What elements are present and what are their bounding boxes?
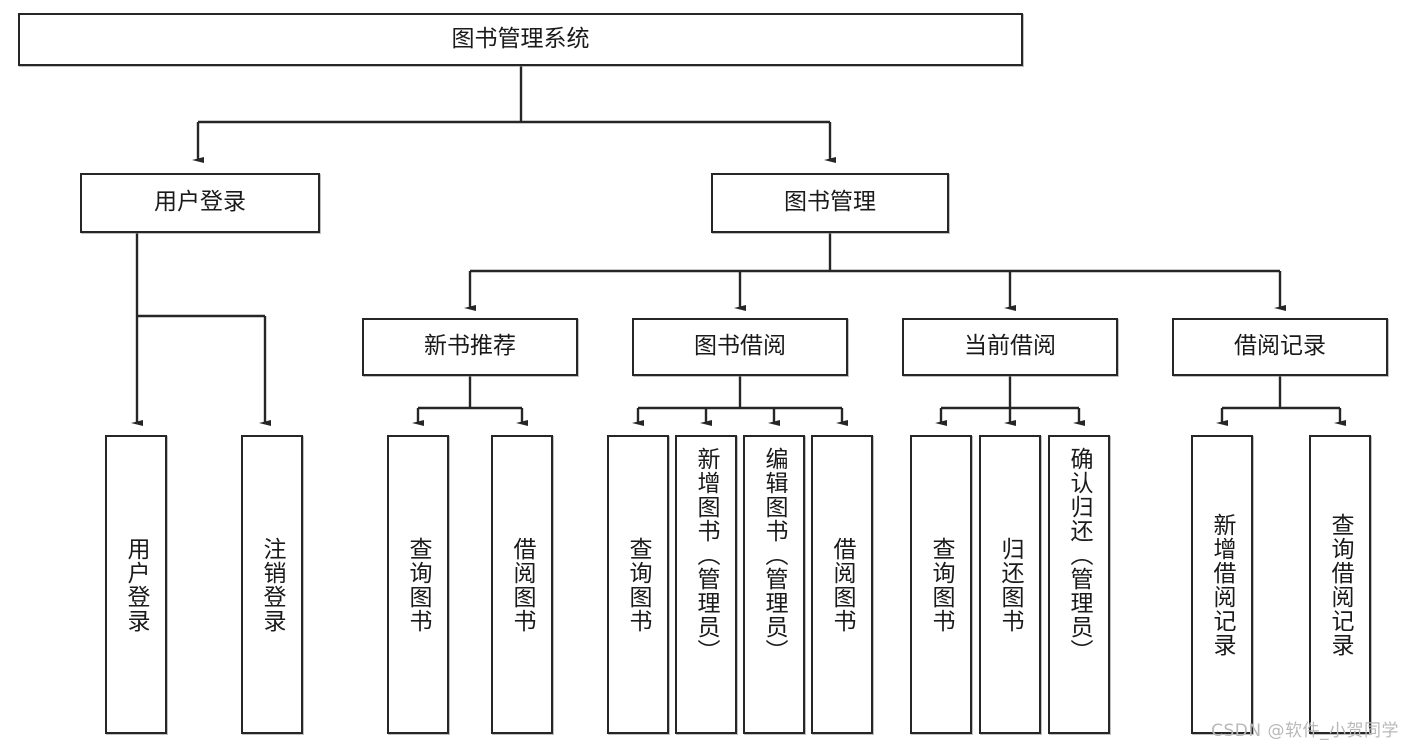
- node-leaf-edit-book[interactable]: 编辑图书（管理员）: [743, 435, 805, 734]
- node-book-manage[interactable]: 图书管理: [711, 173, 949, 233]
- node-current-borrow[interactable]: 当前借阅: [902, 318, 1118, 376]
- node-user-login-label: 用户登录: [154, 189, 246, 216]
- node-leaf-query-book-3[interactable]: 查询图书: [910, 435, 972, 734]
- node-new-book-recommend-label: 新书推荐: [424, 333, 516, 360]
- node-current-borrow-label: 当前借阅: [964, 333, 1056, 360]
- node-borrow-record-label: 借阅记录: [1234, 333, 1326, 360]
- node-leaf-query-book-2-label: 查询图书: [625, 536, 652, 633]
- node-leaf-confirm-return-label: 确认归还（管理员）: [1066, 447, 1093, 663]
- node-leaf-borrow-book-2[interactable]: 借阅图书: [811, 435, 873, 734]
- node-leaf-user-login-label: 用户登录: [123, 536, 150, 633]
- node-root-label: 图书管理系统: [451, 25, 590, 52]
- node-leaf-query-book-3-label: 查询图书: [928, 536, 955, 633]
- node-leaf-query-record-label: 查询借阅记录: [1327, 512, 1354, 657]
- node-leaf-query-book-1[interactable]: 查询图书: [387, 435, 449, 734]
- node-user-login[interactable]: 用户登录: [80, 173, 320, 233]
- node-new-book-recommend[interactable]: 新书推荐: [362, 318, 578, 376]
- node-leaf-borrow-book-1-label: 借阅图书: [509, 536, 536, 633]
- node-leaf-return-book[interactable]: 归还图书: [979, 435, 1041, 734]
- node-leaf-edit-book-label: 编辑图书（管理员）: [761, 447, 788, 663]
- node-leaf-add-record[interactable]: 新增借阅记录: [1191, 435, 1253, 734]
- node-borrow-record[interactable]: 借阅记录: [1172, 318, 1388, 376]
- node-leaf-user-login[interactable]: 用户登录: [105, 435, 167, 734]
- node-leaf-user-logout-label: 注销登录: [259, 536, 286, 633]
- csdn-watermark: CSDN @软件_小贺同学: [1211, 721, 1399, 741]
- node-leaf-confirm-return[interactable]: 确认归还（管理员）: [1048, 435, 1110, 734]
- node-leaf-borrow-book-1[interactable]: 借阅图书: [491, 435, 553, 734]
- node-leaf-add-book-label: 新增图书（管理员）: [693, 447, 720, 663]
- node-leaf-borrow-book-2-label: 借阅图书: [829, 536, 856, 633]
- node-leaf-return-book-label: 归还图书: [997, 536, 1024, 633]
- node-book-manage-label: 图书管理: [784, 189, 876, 216]
- node-book-borrow-label: 图书借阅: [694, 333, 786, 360]
- node-book-borrow[interactable]: 图书借阅: [632, 318, 848, 376]
- node-leaf-add-book[interactable]: 新增图书（管理员）: [675, 435, 737, 734]
- node-leaf-query-book-1-label: 查询图书: [405, 536, 432, 633]
- node-root[interactable]: 图书管理系统: [18, 13, 1023, 66]
- node-leaf-query-book-2[interactable]: 查询图书: [607, 435, 669, 734]
- node-leaf-query-record[interactable]: 查询借阅记录: [1309, 435, 1371, 734]
- node-leaf-add-record-label: 新增借阅记录: [1209, 512, 1236, 657]
- node-leaf-user-logout[interactable]: 注销登录: [241, 435, 303, 734]
